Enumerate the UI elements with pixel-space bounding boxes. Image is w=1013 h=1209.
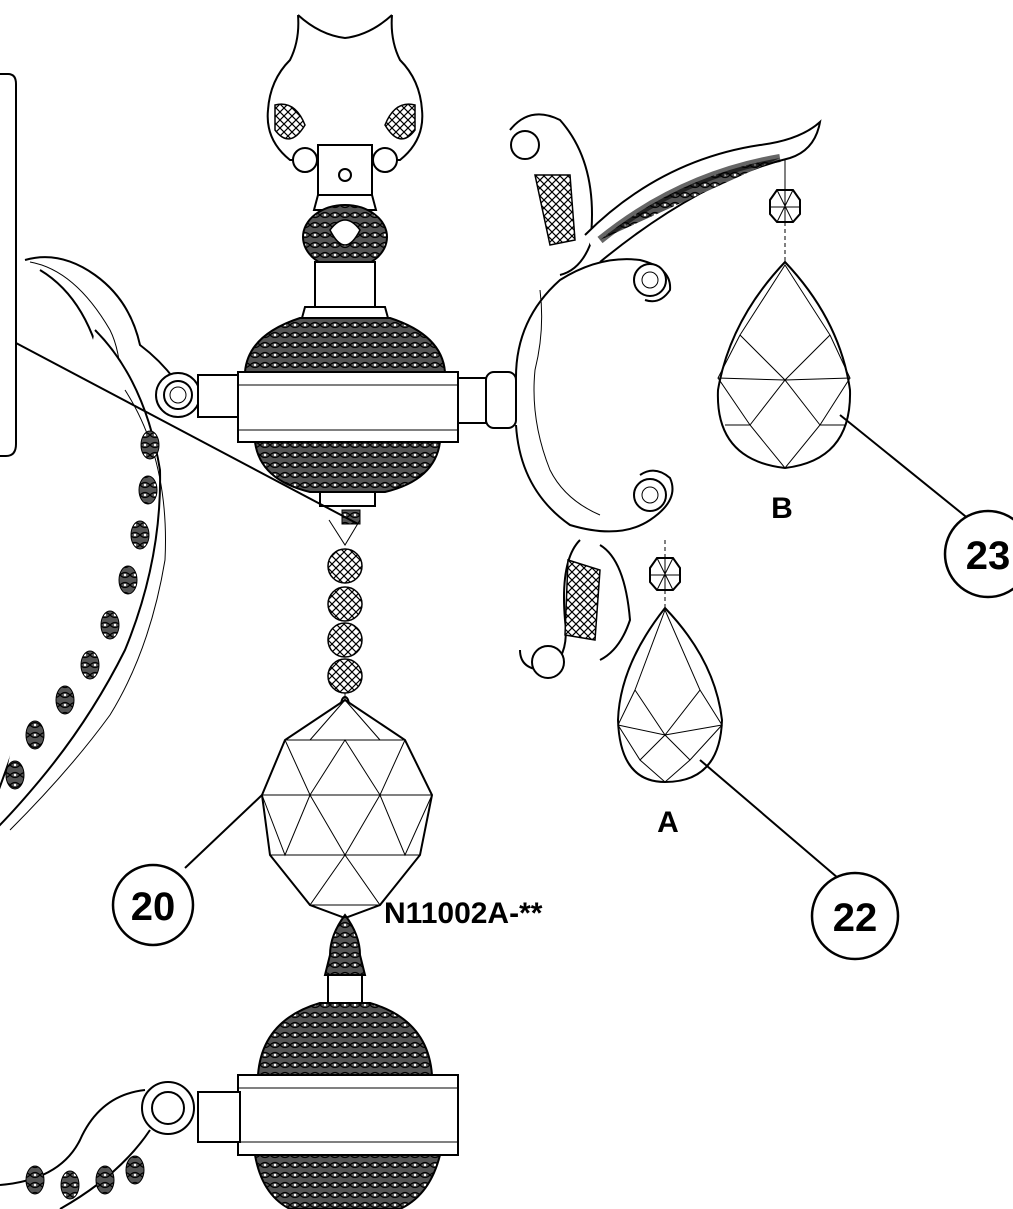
svg-text:20: 20 <box>131 885 176 929</box>
crystal-pendant-a <box>616 540 724 784</box>
callout-22: 22 <box>810 871 900 961</box>
lower-body <box>0 1074 459 1209</box>
crystal-ball-chain <box>327 509 363 714</box>
callout-23: 23 <box>943 509 1013 599</box>
model-code-label: N11002A-** <box>384 897 543 930</box>
crystal-pendant-b <box>716 160 852 470</box>
leader-line-note <box>15 342 359 525</box>
crystal-ball-20 <box>260 698 434 920</box>
note-box <box>0 73 17 457</box>
callout-20: 20 <box>111 863 195 947</box>
left-arm-leaf-ornaments <box>5 430 160 790</box>
right-connector <box>457 371 517 429</box>
lower-finial <box>256 913 434 1076</box>
left-scroll-arm <box>0 256 241 831</box>
main-body <box>237 317 459 507</box>
top-crown <box>266 14 424 211</box>
upper-knob <box>300 204 390 319</box>
leader-line-22 <box>699 759 839 879</box>
right-scroll-arms <box>509 113 822 679</box>
lower-arm-leaf-ornaments <box>25 1155 145 1200</box>
variant-label-b: B <box>771 492 793 525</box>
variant-label-a: A <box>657 806 679 839</box>
svg-text:23: 23 <box>966 534 1011 578</box>
leader-line-23 <box>839 414 971 521</box>
svg-text:22: 22 <box>833 896 878 940</box>
leader-line-20 <box>184 794 263 869</box>
